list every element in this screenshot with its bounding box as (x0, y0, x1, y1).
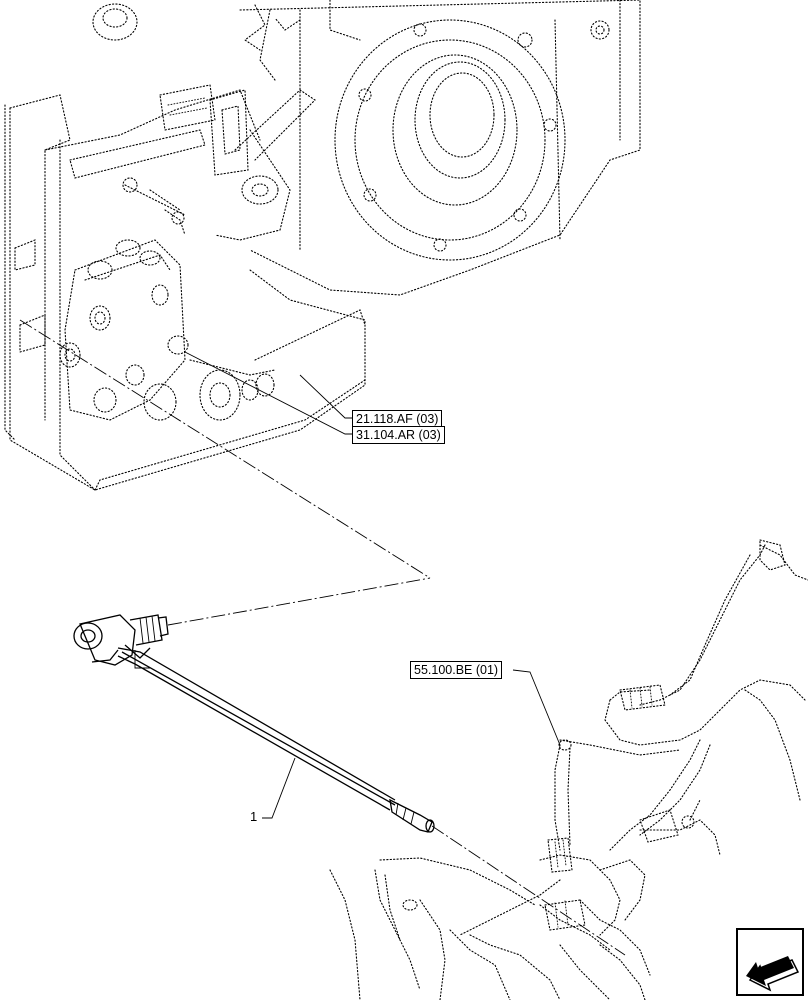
valve-block (14, 239, 366, 421)
reference-label[interactable]: 31.104.AR (03) (352, 426, 445, 444)
arrow-back-icon[interactable] (736, 928, 804, 996)
leader-ref-3 (512, 669, 561, 746)
transmission-housing (4, 0, 641, 491)
item-callout-number: 1 (250, 809, 258, 824)
leader-item-1 (262, 757, 296, 819)
center-lines (19, 319, 626, 956)
leader-lines (184, 351, 561, 819)
leader-ref-2 (184, 351, 352, 435)
wiring-harness (329, 539, 808, 1000)
leader-ref-1 (299, 374, 352, 419)
solenoid-sensor-part-1 (73, 614, 435, 833)
reference-label[interactable]: 55.100.BE (01) (410, 661, 503, 679)
